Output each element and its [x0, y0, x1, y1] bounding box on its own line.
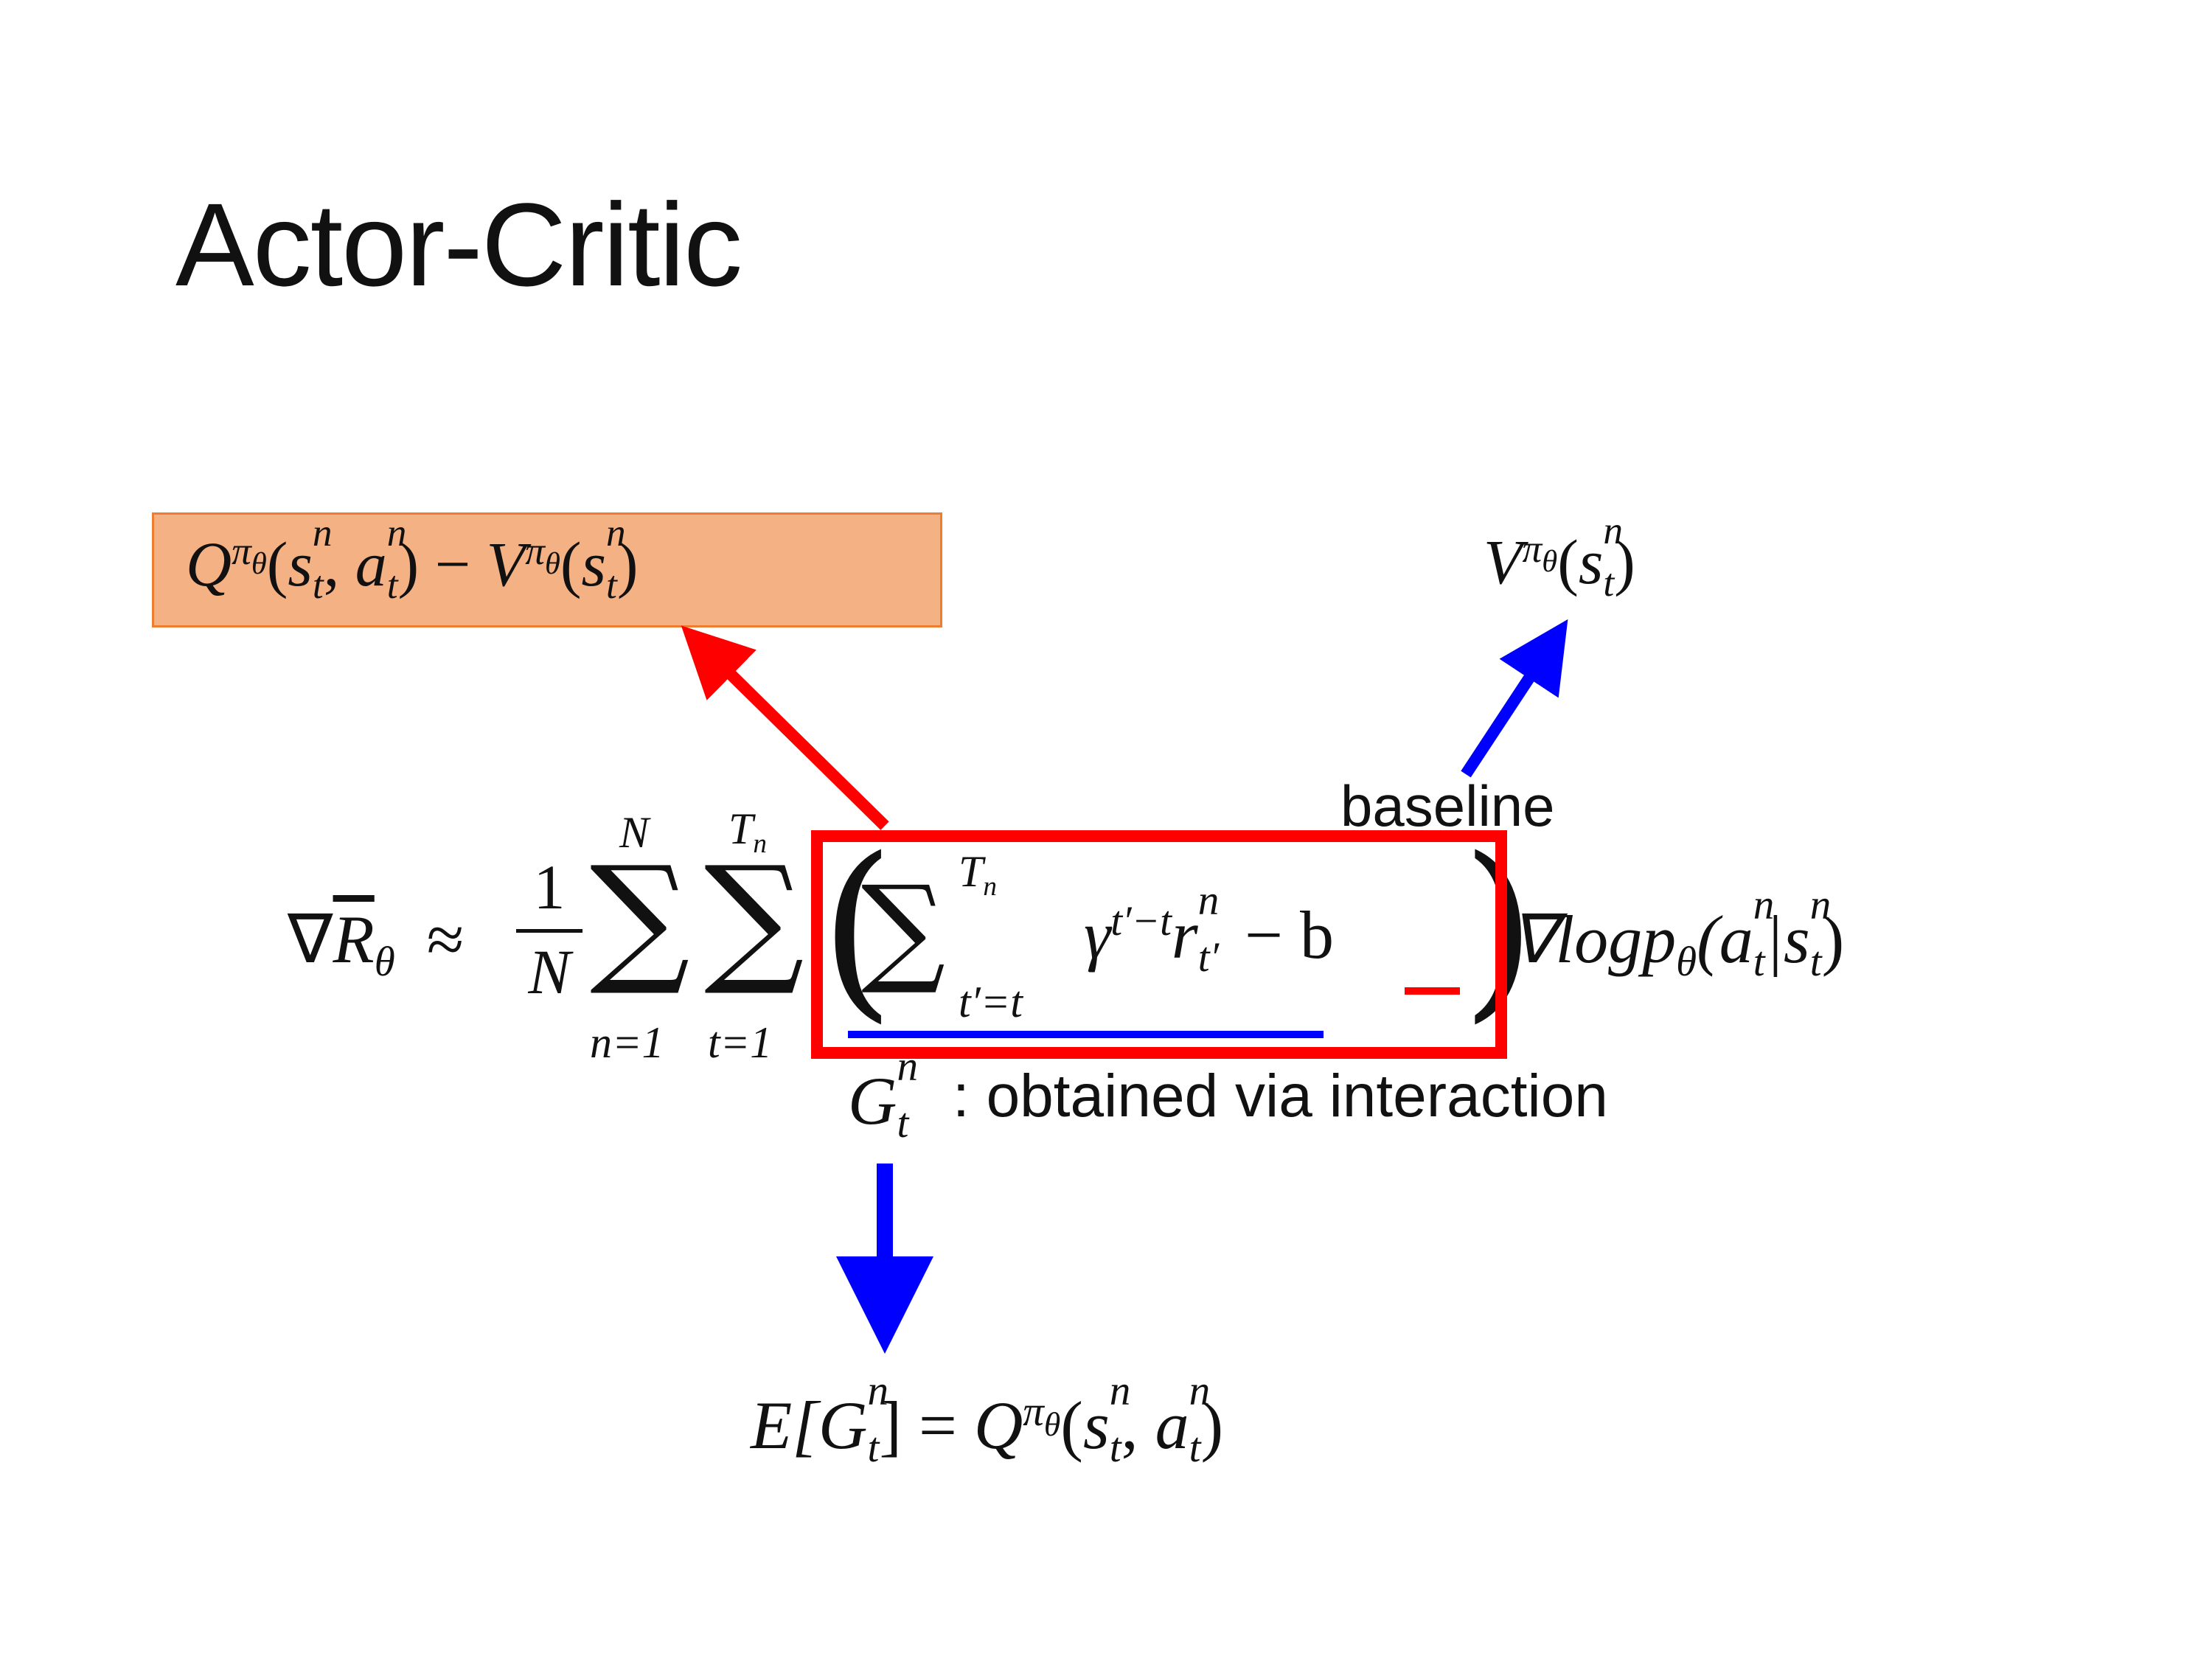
n-sup: n: [1189, 1368, 1211, 1415]
grad-log-p: ∇logp: [1510, 902, 1677, 977]
a-symbol: a: [1155, 1388, 1189, 1463]
r-symbol: r: [1171, 897, 1198, 973]
advantage-box: [152, 512, 942, 627]
close-paren: ): [1821, 902, 1845, 977]
expectation-lhs: E[G: [751, 1388, 868, 1463]
t-upper-symbol: T: [959, 847, 984, 896]
theta-symbol: θ: [544, 546, 560, 582]
state-arg: |s: [1764, 902, 1810, 977]
a-symbol: a: [355, 529, 387, 599]
pi-symbol: π: [1522, 526, 1543, 571]
n-sub: n: [983, 871, 997, 902]
q-symbol: Q: [973, 1388, 1023, 1463]
advantage-highlight-box: [811, 830, 1507, 1059]
pi-symbol: π: [525, 528, 545, 573]
theta-symbol: θ: [1043, 1405, 1061, 1444]
t-sub: t: [1189, 1425, 1201, 1472]
theta-symbol: θ: [1542, 544, 1558, 580]
t-sub: t: [1603, 560, 1615, 605]
sum-over-n: ∑: [590, 836, 690, 999]
nabla-symbol: ∇: [288, 902, 333, 977]
pi-symbol: π: [232, 528, 251, 573]
s-symbol: s: [581, 529, 606, 599]
t-upper-symbol: T: [728, 804, 754, 853]
n-sup: n: [1109, 1368, 1131, 1415]
s-symbol: s: [288, 529, 313, 599]
t-sub: t: [606, 563, 617, 608]
sum-over-t: ∑: [704, 836, 804, 999]
equals-sign: ] =: [879, 1388, 974, 1463]
approx-sign: ≈: [426, 902, 465, 977]
blue-arrow-to-value: [1461, 619, 1568, 778]
minus-sign: −: [434, 529, 471, 599]
sum-n-lower: n=1: [590, 1018, 664, 1067]
left-paren: (: [820, 818, 895, 1040]
minus-baseline: − b: [1245, 897, 1334, 973]
inner-sum: ∑: [861, 860, 946, 998]
fraction-1-over-n: 1 N: [516, 855, 582, 1004]
n-sub: n: [753, 828, 767, 859]
s-symbol: s: [1578, 526, 1604, 597]
sum-t-upper: Tn: [728, 804, 767, 859]
g-letter: G: [848, 1063, 897, 1138]
r-sub: t′: [1197, 934, 1220, 981]
r-bar-symbol: R: [333, 902, 375, 977]
fraction-bar: [516, 929, 582, 933]
t-sub: t: [1109, 1425, 1121, 1472]
obtained-via-interaction: : obtained via interaction: [953, 1062, 1608, 1130]
gradient-lhs: ∇Rθ ≈: [288, 900, 465, 985]
slide-title: Actor-Critic: [175, 178, 742, 310]
v-symbol: V: [486, 529, 526, 599]
inner-sum-upper: Tn: [959, 846, 997, 902]
sum-n-upper: N: [619, 808, 650, 857]
baseline-label: baseline: [1340, 773, 1555, 838]
fraction-denominator: N: [528, 936, 571, 1007]
red-arrow-to-advantage: [681, 625, 889, 830]
theta-sub: θ: [1676, 939, 1697, 986]
g-sub: t: [897, 1100, 909, 1147]
n-sup: n: [386, 510, 407, 555]
s-symbol: s: [1082, 1388, 1110, 1463]
t-sub: t: [312, 563, 324, 608]
gamma-symbol: γ: [1084, 897, 1111, 973]
pi-symbol: π: [1023, 1388, 1044, 1435]
q-symbol: Q: [186, 529, 232, 599]
v-symbol: V: [1484, 526, 1523, 597]
n-sup: n: [312, 510, 333, 555]
action-arg: (a: [1697, 902, 1753, 977]
theta-sub: θ: [374, 939, 395, 986]
sum-t-lower: t=1: [708, 1018, 773, 1067]
g-sup: n: [867, 1368, 888, 1415]
g-sub: t: [867, 1425, 880, 1472]
theta-symbol: θ: [251, 546, 267, 582]
fraction-numerator: 1: [533, 852, 566, 922]
gamma-exponent: t′−t: [1110, 897, 1172, 945]
n-sup: n: [606, 510, 626, 555]
inner-sum-lower: t′=t: [959, 978, 1023, 1026]
t-sub: t: [386, 563, 398, 608]
n-sup: n: [1603, 508, 1623, 553]
r-sup: n: [1197, 877, 1220, 925]
